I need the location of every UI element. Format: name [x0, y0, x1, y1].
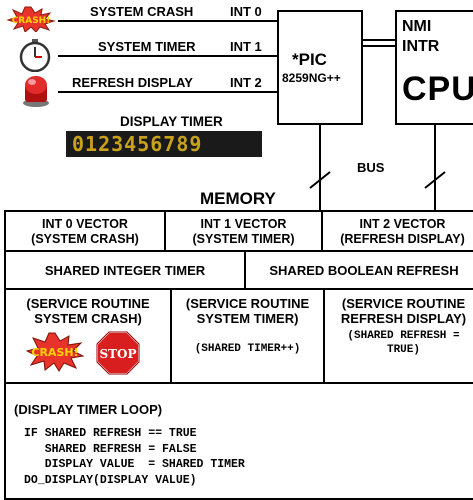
stop-sign-text: STOP — [99, 347, 136, 361]
int2-vector-cell: INT 2 VECTOR (REFRESH DISPLAY) — [323, 212, 473, 250]
crash-icon-text: CRASH! — [12, 16, 51, 26]
int2-label: INT 2 — [230, 75, 262, 90]
crash-burst-text: CRASH! — [31, 346, 78, 359]
refresh-routine-code-2: TRUE) — [386, 344, 420, 356]
refresh-routine-code-1: (SHARED REFRESH = — [347, 330, 460, 342]
int0-source-label: SYSTEM CRASH — [90, 4, 194, 19]
pic-model: 8259NG++ — [282, 71, 341, 85]
loop-title: (DISPLAY TIMER LOOP) — [14, 402, 163, 417]
int1-source-label: SYSTEM TIMER — [98, 39, 196, 54]
timer-routine-code: (SHARED TIMER++) — [194, 343, 301, 355]
cpu-intr-label: INTR — [402, 38, 440, 55]
pic-box: *PIC 8259NG++ — [277, 10, 363, 125]
loop-code: IF SHARED REFRESH == TRUE SHARED REFRESH… — [24, 426, 245, 488]
refresh-routine-cell: (SERVICE ROUTINE REFRESH DISPLAY) (SHARE… — [325, 290, 473, 382]
refresh-routine-subtitle: REFRESH DISPLAY) — [340, 311, 467, 326]
bus-label: BUS — [357, 160, 385, 175]
loop-line: SHARED REFRESH = FALSE — [24, 442, 197, 456]
display-timer-digits: 0123456789 — [72, 132, 203, 156]
timer-routine-subtitle: SYSTEM TIMER) — [196, 311, 299, 326]
crash-routine-subtitle: SYSTEM CRASH) — [34, 311, 142, 326]
display-timer-title: DISPLAY TIMER — [120, 114, 223, 129]
routines-row: (SERVICE ROUTINE SYSTEM CRASH) CRASH! ST… — [6, 290, 473, 384]
crash-icon: CRASH! — [4, 6, 58, 33]
crash-burst-icon: CRASH! — [25, 332, 85, 372]
loop-line: DISPLAY VALUE = SHARED TIMER — [24, 458, 245, 471]
cpu-nmi-label: NMI — [402, 18, 432, 35]
bus-slash-right — [424, 171, 446, 189]
refresh-routine-title: (SERVICE ROUTINE — [341, 296, 466, 311]
cpu-label: CPU — [402, 70, 473, 108]
int1-vector-subtitle: (SYSTEM TIMER) — [192, 232, 295, 246]
shared-row: SHARED INTEGER TIMER SHARED BOOLEAN REFR… — [6, 252, 473, 290]
crash-routine-title: (SERVICE ROUTINE — [26, 296, 150, 311]
stopwatch-icon — [18, 38, 52, 73]
red-button-icon — [21, 74, 51, 108]
stop-sign-icon: STOP — [96, 331, 140, 375]
memory-box: INT 0 VECTOR (SYSTEM CRASH) INT 1 VECTOR… — [4, 210, 473, 500]
int0-label: INT 0 — [230, 4, 262, 19]
shared-boolean-refresh: SHARED BOOLEAN REFRESH — [269, 263, 459, 278]
int1-vector-title: INT 1 VECTOR — [200, 217, 287, 231]
int1-label: INT 1 — [230, 39, 262, 54]
loop-line: DO_DISPLAY(DISPLAY VALUE) — [24, 473, 197, 487]
int0-vector-title: INT 0 VECTOR — [42, 217, 128, 231]
cpu-box: NMI INTR CPU — [395, 10, 473, 125]
timer-routine-title: (SERVICE ROUTINE — [185, 296, 310, 311]
crash-routine-cell: (SERVICE ROUTINE SYSTEM CRASH) CRASH! ST… — [6, 290, 172, 382]
shared-integer-timer: SHARED INTEGER TIMER — [6, 252, 246, 288]
int1-vector-cell: INT 1 VECTOR (SYSTEM TIMER) — [166, 212, 323, 250]
int2-vector-title: INT 2 VECTOR — [359, 217, 446, 231]
int2-source-label: REFRESH DISPLAY — [72, 75, 193, 90]
int2-vector-subtitle: (REFRESH DISPLAY) — [340, 232, 465, 246]
pic-name: *PIC — [292, 50, 327, 69]
vector-row: INT 0 VECTOR (SYSTEM CRASH) INT 1 VECTOR… — [6, 212, 473, 252]
memory-title: MEMORY — [200, 189, 276, 208]
display-timer-panel: 0123456789 — [66, 131, 262, 157]
int0-vector-cell: INT 0 VECTOR (SYSTEM CRASH) — [6, 212, 166, 250]
int0-vector-subtitle: (SYSTEM CRASH) — [31, 232, 139, 246]
loop-line: IF SHARED REFRESH == TRUE — [24, 427, 197, 440]
timer-routine-cell: (SERVICE ROUTINE SYSTEM TIMER) (SHARED T… — [172, 290, 325, 382]
bus-slash-left — [309, 171, 331, 189]
